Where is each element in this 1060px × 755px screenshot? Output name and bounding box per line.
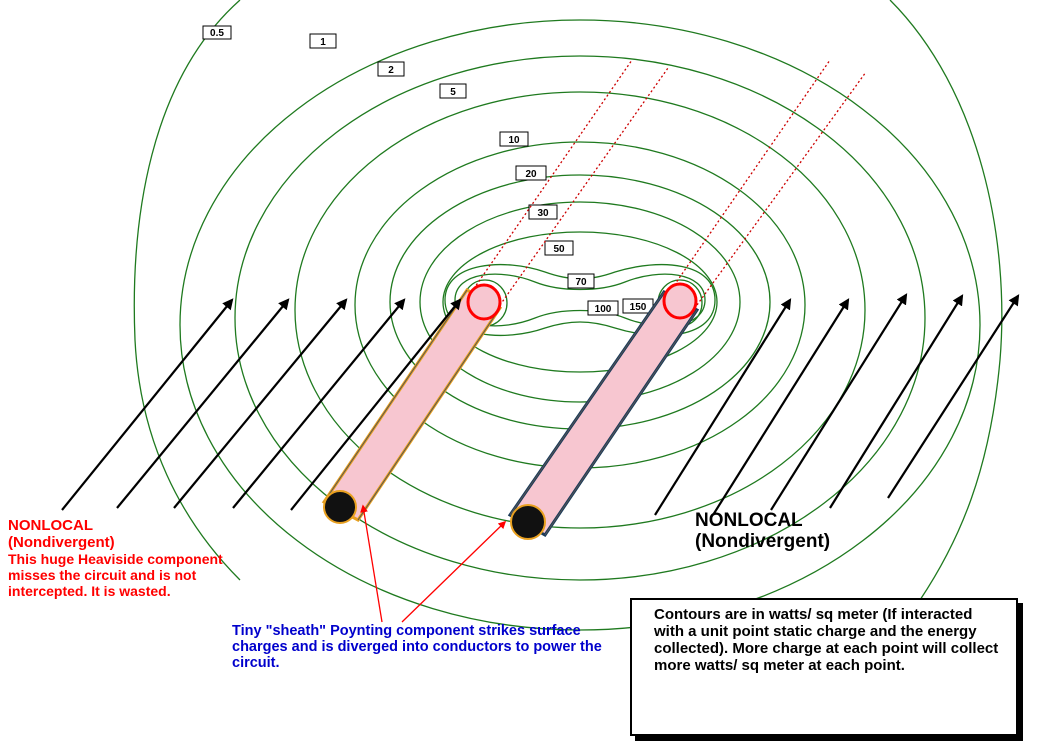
left-nonlocal-body: This huge Heaviside component misses the… bbox=[8, 551, 223, 599]
contour-70 bbox=[444, 263, 716, 337]
contour-rings bbox=[179, 19, 981, 631]
flow-arrow-left-5 bbox=[290, 298, 462, 511]
contour-labels: 0.5 1 2 5 10 20 30 50 70 100 150 bbox=[202, 25, 654, 316]
right-conductor-far-end bbox=[662, 282, 698, 320]
right-conductor bbox=[507, 282, 700, 540]
flow-arrow-right-1 bbox=[654, 298, 792, 516]
svg-text:70: 70 bbox=[575, 277, 587, 288]
contour-units-note: Contours are in watts/ sq meter (If inte… bbox=[630, 598, 1018, 736]
right-nonlocal-title-line1: NONLOCAL bbox=[695, 510, 803, 531]
contour-1 bbox=[179, 19, 981, 631]
left-nonlocal-title-line1: NONLOCAL bbox=[8, 517, 93, 534]
contour-label-5: 5 bbox=[439, 83, 467, 99]
left-conductor-near-end bbox=[323, 490, 357, 524]
left-conductor bbox=[321, 283, 503, 524]
flow-arrow-left-1 bbox=[61, 298, 234, 511]
svg-text:150: 150 bbox=[630, 302, 647, 313]
contour-label-0.5: 0.5 bbox=[202, 25, 232, 40]
right-nonlocal-title: NONLOCAL (Nondivergent) bbox=[695, 510, 830, 552]
svg-text:30: 30 bbox=[537, 208, 549, 219]
callout-arrow-left bbox=[360, 504, 383, 623]
flow-arrow-right-3 bbox=[770, 293, 908, 511]
svg-text:0.5: 0.5 bbox=[210, 28, 224, 39]
contour-100 bbox=[454, 273, 706, 327]
contour-5 bbox=[294, 91, 866, 529]
contour-label-70: 70 bbox=[567, 273, 595, 289]
svg-text:50: 50 bbox=[553, 244, 565, 255]
contour-label-50: 50 bbox=[544, 240, 574, 256]
contour-0.5 bbox=[133, 0, 1003, 601]
flow-arrow-left-2 bbox=[116, 298, 290, 509]
right-conductor-near-end bbox=[510, 504, 546, 540]
left-nonlocal-title-line2: (Nondivergent) bbox=[8, 534, 115, 551]
svg-text:20: 20 bbox=[525, 169, 537, 180]
contour-20 bbox=[389, 174, 771, 430]
callout-arrow-right bbox=[401, 520, 507, 623]
contour-label-10: 10 bbox=[499, 131, 529, 147]
flow-arrow-right-4 bbox=[829, 294, 964, 509]
contour-label-2: 2 bbox=[377, 61, 405, 77]
heaviside-flow-arrows bbox=[61, 293, 1020, 516]
contour-label-100: 100 bbox=[587, 300, 619, 316]
contour-label-20: 20 bbox=[515, 165, 547, 181]
contour-label-30: 30 bbox=[528, 204, 558, 220]
left-conductor-far-end bbox=[466, 283, 502, 321]
contour-label-150: 150 bbox=[622, 298, 654, 314]
contour-30 bbox=[419, 201, 741, 403]
right-nonlocal-title-line2: (Nondivergent) bbox=[695, 531, 831, 552]
svg-text:100: 100 bbox=[595, 304, 612, 315]
flow-arrow-left-4 bbox=[232, 298, 406, 509]
sheath-callout-arrows bbox=[360, 504, 507, 623]
flow-arrow-right-5 bbox=[887, 294, 1020, 499]
svg-text:1: 1 bbox=[320, 37, 326, 48]
left-nonlocal-note: NONLOCAL (Nondivergent) This huge Heavis… bbox=[8, 517, 228, 599]
contour-label-1: 1 bbox=[309, 33, 337, 49]
flow-arrow-right-2 bbox=[712, 298, 850, 516]
svg-text:5: 5 bbox=[450, 87, 456, 98]
contour-50 bbox=[442, 231, 718, 373]
sheath-poynting-note: Tiny "sheath" Poynting component strikes… bbox=[232, 623, 602, 671]
svg-text:2: 2 bbox=[388, 65, 394, 76]
conductor-extension-lines bbox=[465, 59, 867, 306]
flow-arrow-left-3 bbox=[173, 298, 348, 509]
svg-text:10: 10 bbox=[508, 135, 520, 146]
contour-2 bbox=[234, 55, 926, 581]
